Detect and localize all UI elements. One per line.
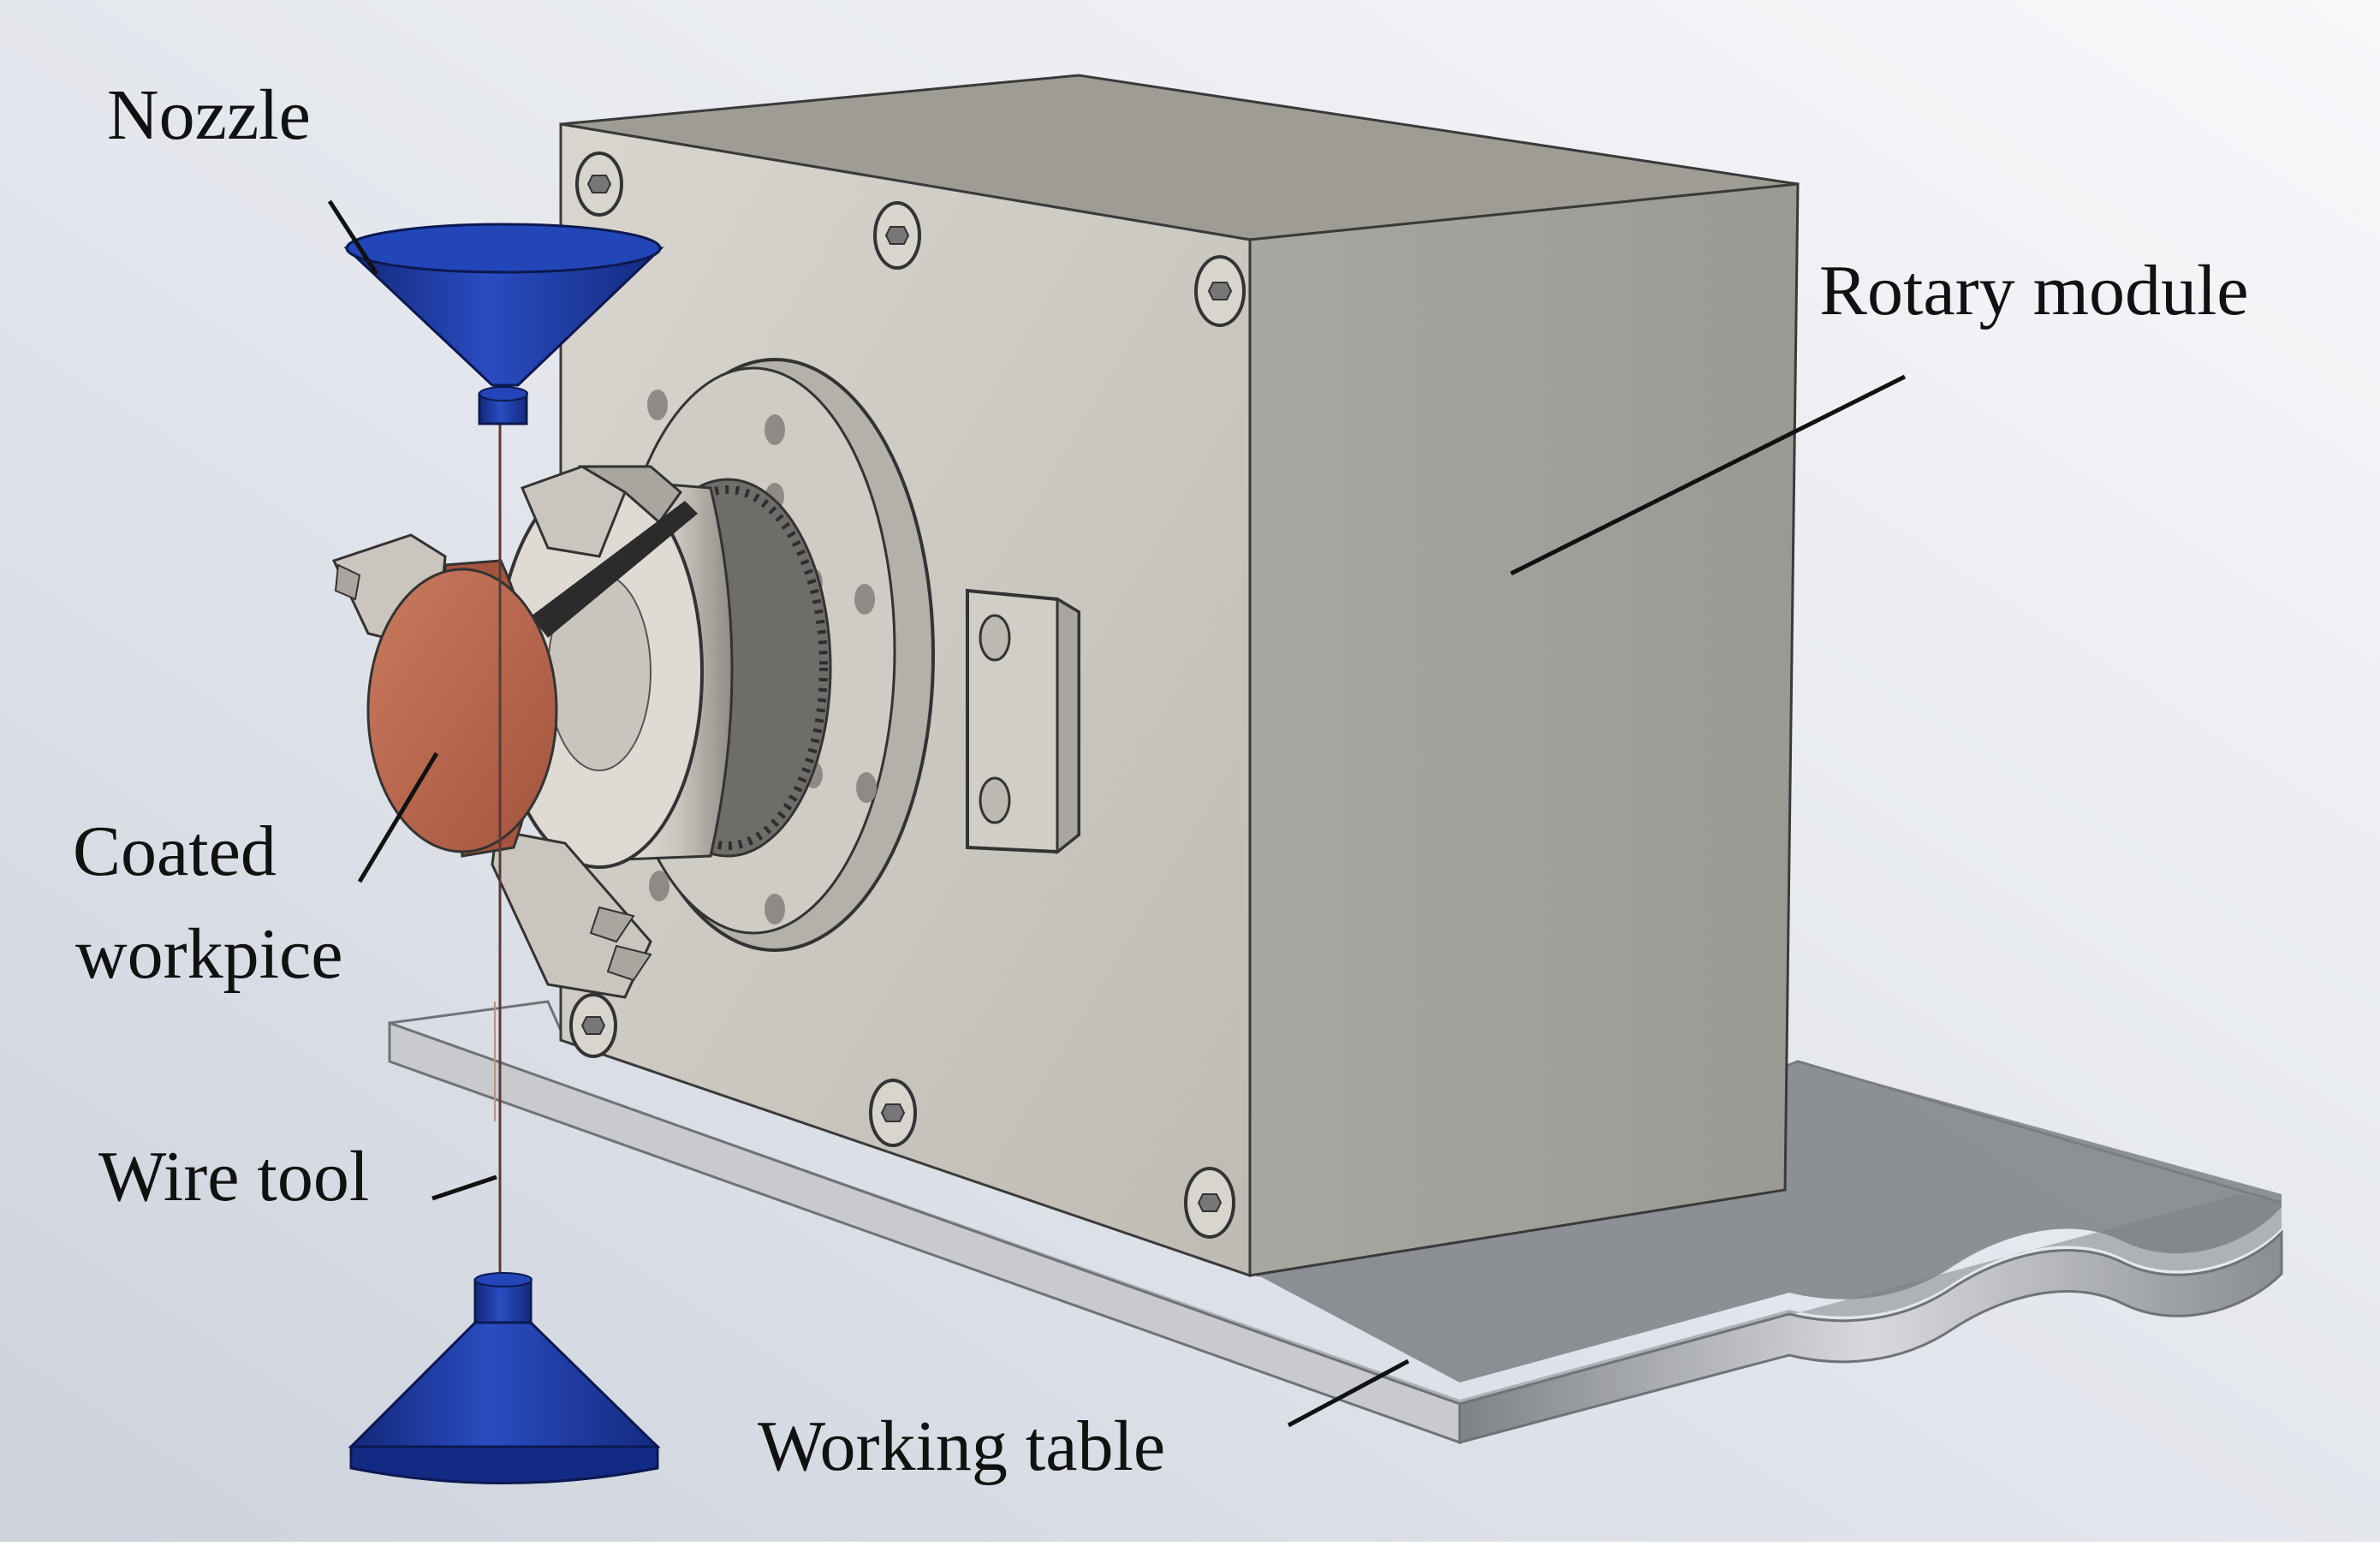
chuck-jaw-icon <box>491 829 652 999</box>
label-coated-line2: workpice <box>75 914 343 994</box>
leader-rotary-module <box>1509 374 1907 576</box>
label-wire-tool: Wire tool <box>98 1137 370 1216</box>
working-table <box>388 1000 2283 1445</box>
chuck <box>495 475 832 869</box>
lower-nozzle <box>348 1272 661 1484</box>
label-rotary-module: Rotary module <box>1819 251 2249 330</box>
leader-working-table <box>1287 1359 1410 1428</box>
socket-screw-icon <box>1194 255 1246 327</box>
chuck-jaw-slider <box>531 501 698 638</box>
socket-screw-icon <box>1184 1167 1235 1239</box>
leader-nozzle <box>327 199 379 276</box>
socket-screw-icon <box>569 993 617 1058</box>
label-nozzle: Nozzle <box>107 75 311 155</box>
clamp-block <box>966 588 1080 855</box>
label-coated-line1: Coated <box>73 812 277 891</box>
socket-screw-icon <box>873 201 921 270</box>
upper-nozzle <box>343 223 664 425</box>
socket-screw-icon <box>575 152 623 217</box>
leader-wire-tool <box>431 1174 497 1201</box>
coated-workpiece <box>366 559 558 858</box>
socket-screw-icon <box>869 1079 917 1147</box>
leader-coated-workpiece <box>357 752 439 883</box>
chuck-jaw-icon <box>520 465 683 558</box>
label-working-table: Working table <box>758 1406 1166 1486</box>
